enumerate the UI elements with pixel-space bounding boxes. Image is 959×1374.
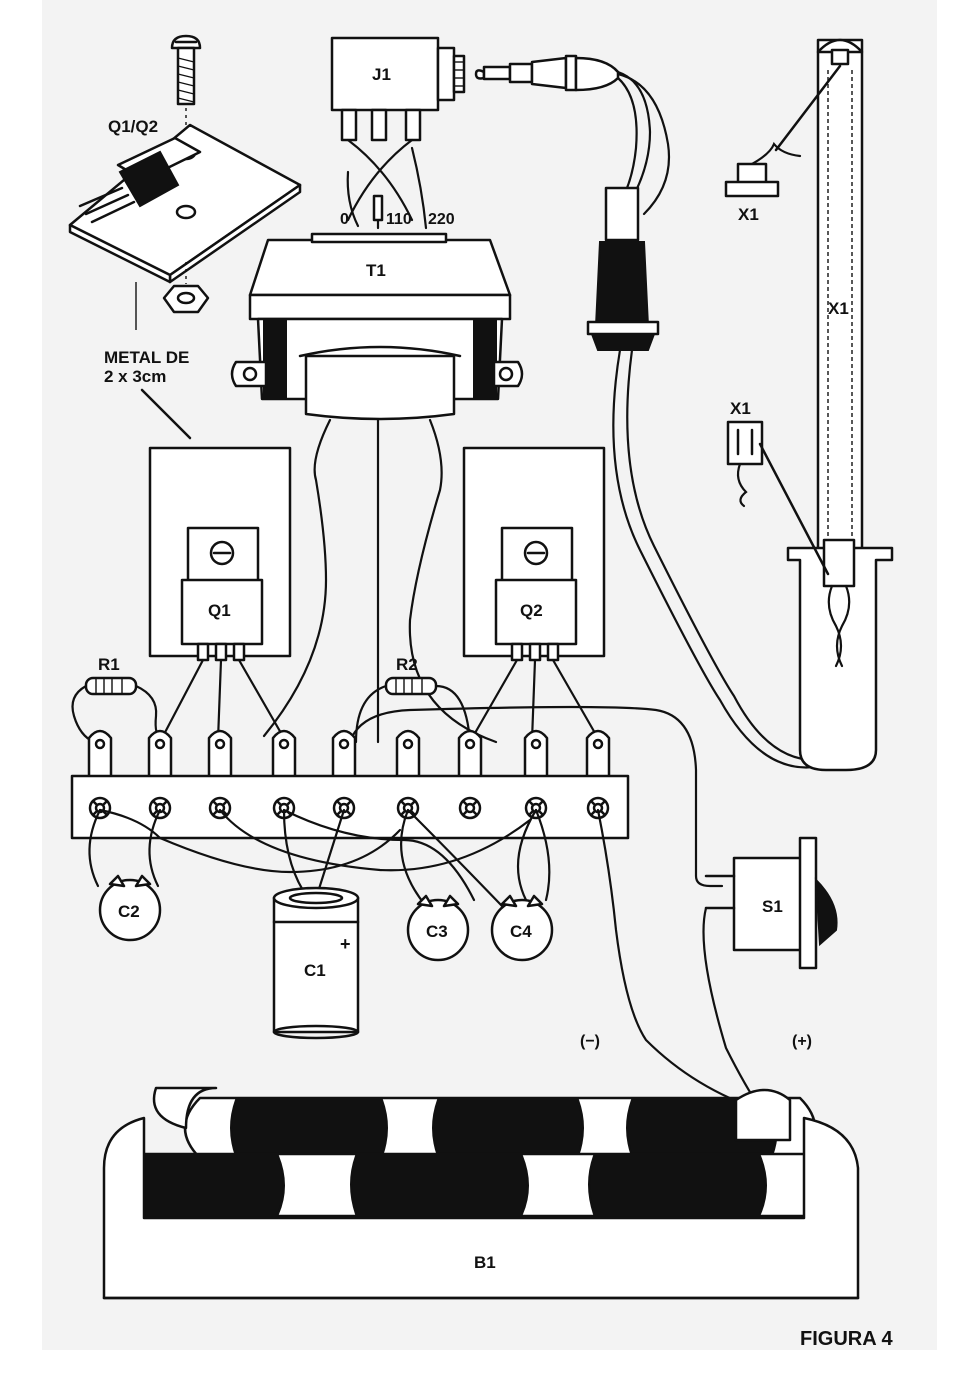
metal-plate xyxy=(68,123,302,284)
s1-label: S1 xyxy=(762,897,783,916)
transformer-t1: T1 0 110 220 xyxy=(230,138,524,421)
tap-0-label: 0 xyxy=(340,211,349,228)
negative-label: (−) xyxy=(580,1033,600,1050)
c1-label: C1 xyxy=(304,961,326,980)
terminal-lug xyxy=(585,729,611,780)
transistor-q2: Q2 xyxy=(494,526,578,662)
jack-j1: J1 xyxy=(330,36,466,142)
terminal-screw-icon xyxy=(208,796,232,820)
terminal-screw-icon xyxy=(586,796,610,820)
lug-hole xyxy=(214,738,226,750)
terminal-screw-icon xyxy=(458,796,482,820)
metal-note: METAL DE 2 x 3cm xyxy=(104,348,192,440)
capacitor-c2: C2 xyxy=(98,874,162,942)
terminal-screw-icon xyxy=(88,796,112,820)
switch-s1: S1 xyxy=(704,836,838,970)
capacitor-c1: C1 + xyxy=(272,886,360,1040)
q2-label: Q2 xyxy=(520,601,543,620)
x1-detail-top: X1 xyxy=(724,141,802,224)
transistor-q1: Q1 xyxy=(180,526,264,662)
grommet xyxy=(586,241,660,351)
q1-label: Q1 xyxy=(208,601,231,620)
c4-label: C4 xyxy=(510,922,532,941)
battery-holder-b1: B1 xyxy=(102,1086,860,1300)
nut-icon xyxy=(162,262,210,314)
r2-label: R2 xyxy=(396,655,418,674)
terminal-lug xyxy=(523,729,549,780)
lug-hole xyxy=(94,738,106,750)
tap-220-label: 220 xyxy=(428,211,455,228)
c1-plus-label: + xyxy=(340,934,351,954)
lug-hole xyxy=(402,738,414,750)
c2-label: C2 xyxy=(118,902,140,921)
terminal-strip xyxy=(70,729,630,840)
terminal-screw-icon xyxy=(524,796,548,820)
terminal-screw-icon xyxy=(148,796,172,820)
x1-detail-mid: X1 xyxy=(726,399,830,576)
figure-caption: FIGURA 4 xyxy=(800,1328,893,1350)
terminal-lug xyxy=(395,729,421,780)
terminal-lug xyxy=(331,729,357,780)
terminal-lug xyxy=(147,729,173,780)
c3-label: C3 xyxy=(426,922,448,941)
terminal-lug xyxy=(271,729,297,780)
lug-hole xyxy=(592,738,604,750)
capacitor-c3: C3 xyxy=(406,894,470,962)
lug-hole xyxy=(338,738,350,750)
capacitor-c4: C4 xyxy=(490,894,554,962)
screw-icon xyxy=(170,34,202,128)
q1q2-label: Q1/Q2 xyxy=(108,117,158,136)
x1-top-label: X1 xyxy=(738,205,759,224)
terminal-lug xyxy=(207,729,233,780)
lug-hole xyxy=(278,738,290,750)
terminal-lug xyxy=(457,729,483,780)
terminal-screw-icon xyxy=(332,796,356,820)
tube-x1: X1 xyxy=(774,38,894,772)
metal-label-line1: METAL DE xyxy=(104,348,189,367)
mounting-detail: Q1/Q2 xyxy=(68,34,302,330)
j1-label: J1 xyxy=(372,65,391,84)
plug xyxy=(474,54,620,92)
x1-mid-label: X1 xyxy=(828,299,849,318)
terminal-lug xyxy=(87,729,113,780)
lug-hole xyxy=(530,738,542,750)
r1-label: R1 xyxy=(98,655,120,674)
transistor-detail xyxy=(78,136,202,224)
lug-hole xyxy=(464,738,476,750)
terminal-screw-icon xyxy=(396,796,420,820)
positive-label: (+) xyxy=(792,1033,812,1050)
b1-label: B1 xyxy=(474,1253,496,1272)
metal-label-line2: 2 x 3cm xyxy=(104,367,166,386)
t1-label: T1 xyxy=(366,261,386,280)
lug-hole xyxy=(154,738,166,750)
x1-bottom-label: X1 xyxy=(730,399,751,418)
tap-110-label: 110 xyxy=(386,211,412,228)
